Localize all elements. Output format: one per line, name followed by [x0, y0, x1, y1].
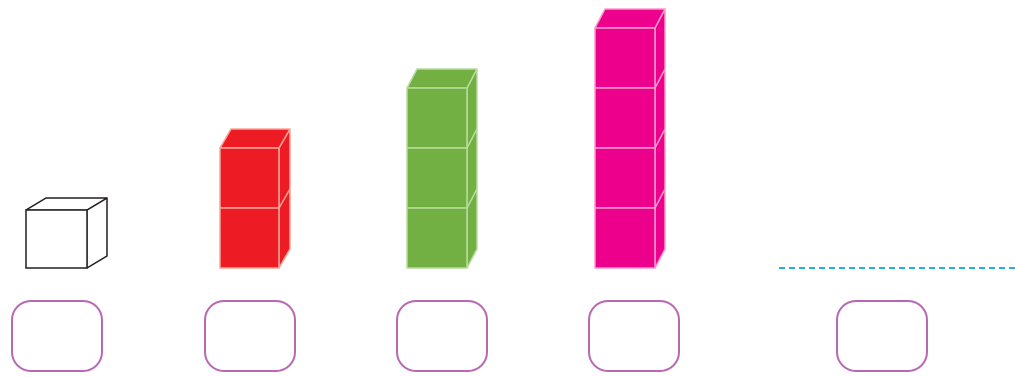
cube-tower-top-face — [220, 129, 290, 148]
cube-tower-side-face — [467, 69, 477, 268]
cube-4-2 — [595, 88, 655, 148]
cube-1-1 — [26, 210, 87, 268]
dashed-answer-line — [779, 267, 1015, 269]
cube-tower-top-face — [407, 69, 477, 88]
answer-box-5[interactable] — [836, 300, 928, 372]
cube-4-4 — [595, 208, 655, 268]
cube-2-1 — [220, 148, 279, 208]
cube-3-3 — [407, 208, 467, 268]
cube-tower-3 — [407, 69, 477, 268]
answer-box-1[interactable] — [11, 300, 103, 372]
cube-2-2 — [220, 208, 279, 268]
answer-box-3[interactable] — [396, 300, 488, 372]
cube-tower-4 — [595, 9, 665, 268]
cube-tower-top-face — [595, 9, 665, 28]
answer-box-2[interactable] — [204, 300, 296, 372]
cube-3-2 — [407, 148, 467, 208]
cube-4-3 — [595, 148, 655, 208]
cube-tower-2 — [220, 129, 290, 268]
cube-towers — [0, 0, 1015, 300]
answer-box-4[interactable] — [588, 300, 680, 372]
cube-3-1 — [407, 88, 467, 148]
cube-4-1 — [595, 28, 655, 88]
cube-tower-1 — [26, 198, 107, 268]
